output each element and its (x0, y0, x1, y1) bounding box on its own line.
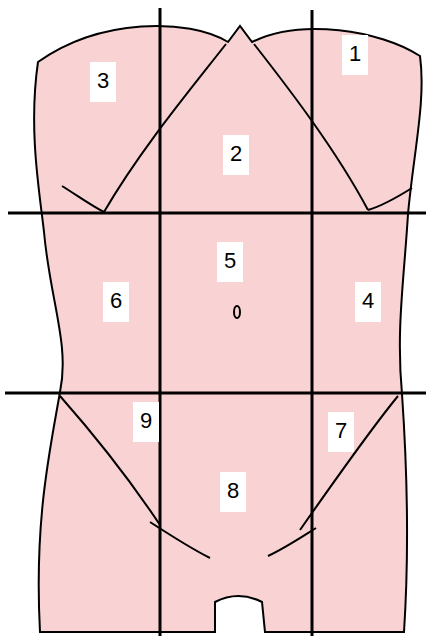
region-number: 8 (220, 472, 246, 512)
grid-line (311, 10, 314, 636)
region-number: 6 (103, 282, 129, 322)
groin-line (268, 528, 316, 556)
region-number: 3 (90, 62, 116, 102)
region-number: 5 (217, 242, 243, 282)
grid-line (159, 8, 162, 636)
region-number: 9 (133, 402, 159, 442)
region-number: 4 (355, 282, 381, 322)
groin-line (300, 396, 398, 530)
groin-line (60, 396, 160, 525)
rib-line (368, 188, 412, 210)
rib-line (62, 186, 104, 212)
torso-outline (34, 26, 422, 632)
region-number: 1 (342, 35, 368, 75)
grid-line (5, 392, 426, 395)
navel (234, 306, 240, 318)
grid-line (8, 212, 426, 215)
rib-line (104, 44, 226, 212)
region-number: 7 (328, 412, 354, 452)
region-number: 2 (223, 135, 249, 175)
